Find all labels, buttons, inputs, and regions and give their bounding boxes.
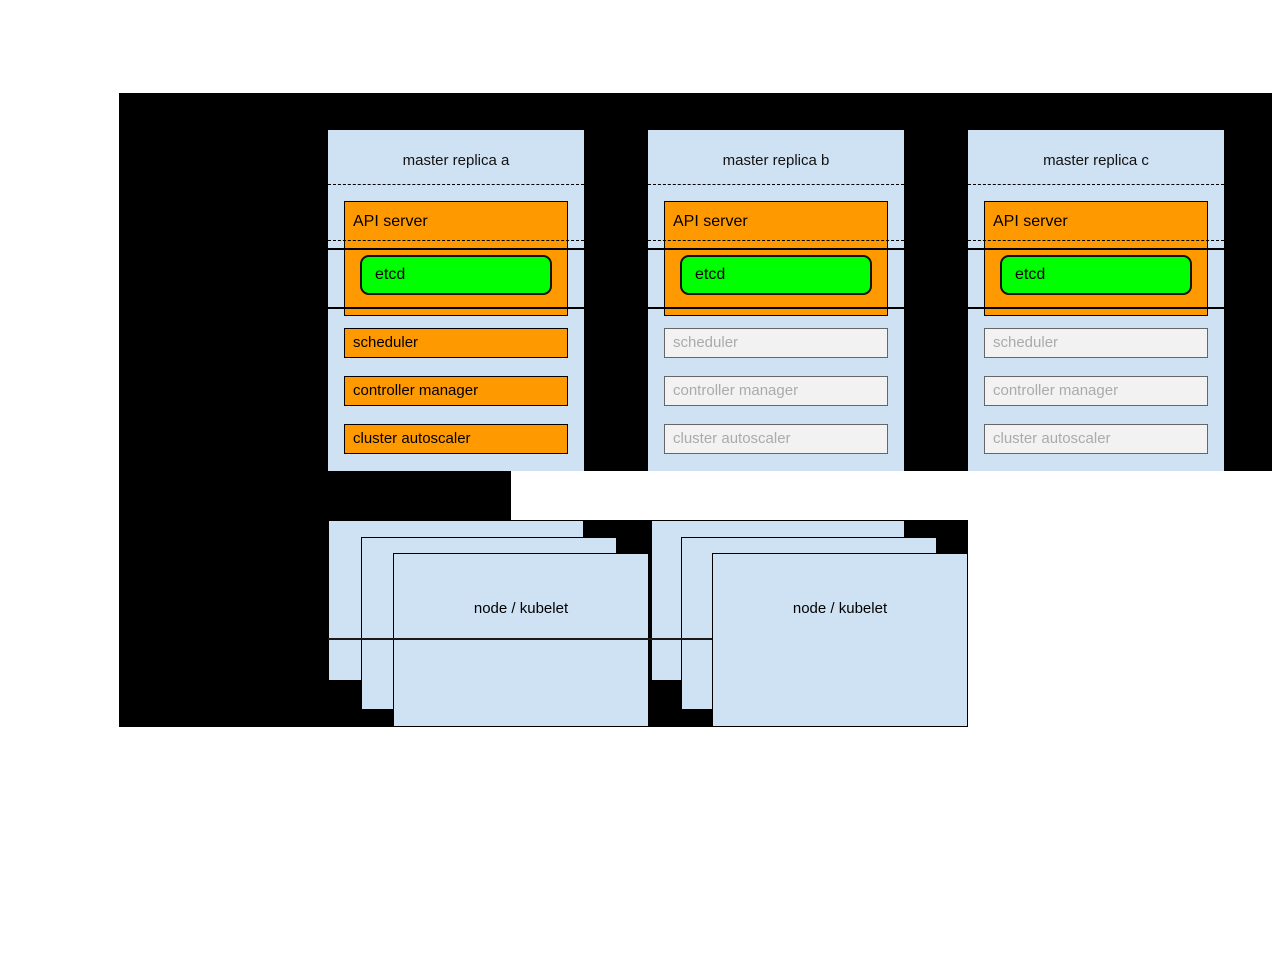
node-connector-line bbox=[328, 638, 712, 640]
etcd-box: etcd bbox=[1000, 255, 1192, 295]
api-server-box: API server etcd bbox=[344, 201, 568, 316]
connector-line bbox=[968, 248, 1224, 250]
replica-title: master replica a bbox=[402, 152, 510, 169]
node-label: node / kubelet bbox=[473, 600, 569, 617]
api-server-label: API server bbox=[673, 213, 748, 230]
etcd-label: etcd bbox=[695, 266, 726, 283]
scheduler-box: scheduler bbox=[664, 328, 888, 358]
api-server-label: API server bbox=[993, 213, 1068, 230]
connector-line bbox=[648, 307, 904, 309]
cluster-autoscaler-box: cluster autoscaler bbox=[664, 424, 888, 454]
master-replica-a-panel: master replica a API server etcd schedul… bbox=[328, 130, 584, 471]
dashed-divider bbox=[968, 240, 1224, 241]
node-box-front: node / kubelet bbox=[712, 553, 968, 727]
black-backdrop-strip bbox=[119, 471, 511, 520]
connector-line bbox=[968, 307, 1224, 309]
node-label: node / kubelet bbox=[792, 600, 888, 617]
connector-line bbox=[328, 307, 584, 309]
etcd-box: etcd bbox=[360, 255, 552, 295]
dashed-divider bbox=[328, 240, 584, 241]
controller-manager-box: controller manager bbox=[984, 376, 1208, 406]
master-replica-c-panel: master replica c API server etcd schedul… bbox=[968, 130, 1224, 471]
controller-manager-box: controller manager bbox=[664, 376, 888, 406]
replica-title: master replica c bbox=[1043, 152, 1149, 169]
api-server-box: API server etcd bbox=[664, 201, 888, 316]
node-box-front: node / kubelet bbox=[393, 553, 649, 727]
api-server-box: API server etcd bbox=[984, 201, 1208, 316]
controller-manager-box: controller manager bbox=[344, 376, 568, 406]
api-server-label: API server bbox=[353, 213, 428, 230]
dashed-divider bbox=[968, 184, 1224, 185]
connector-line bbox=[328, 248, 584, 250]
scheduler-box: scheduler bbox=[344, 328, 568, 358]
cluster-autoscaler-box: cluster autoscaler bbox=[984, 424, 1208, 454]
etcd-label: etcd bbox=[1015, 266, 1046, 283]
etcd-label: etcd bbox=[375, 266, 406, 283]
dashed-divider bbox=[648, 240, 904, 241]
master-replica-b-panel: master replica b API server etcd schedul… bbox=[648, 130, 904, 471]
scheduler-box: scheduler bbox=[984, 328, 1208, 358]
dashed-divider bbox=[648, 184, 904, 185]
cluster-autoscaler-box: cluster autoscaler bbox=[344, 424, 568, 454]
connector-line bbox=[648, 248, 904, 250]
replica-title: master replica b bbox=[722, 152, 830, 169]
etcd-box: etcd bbox=[680, 255, 872, 295]
dashed-divider bbox=[328, 184, 584, 185]
